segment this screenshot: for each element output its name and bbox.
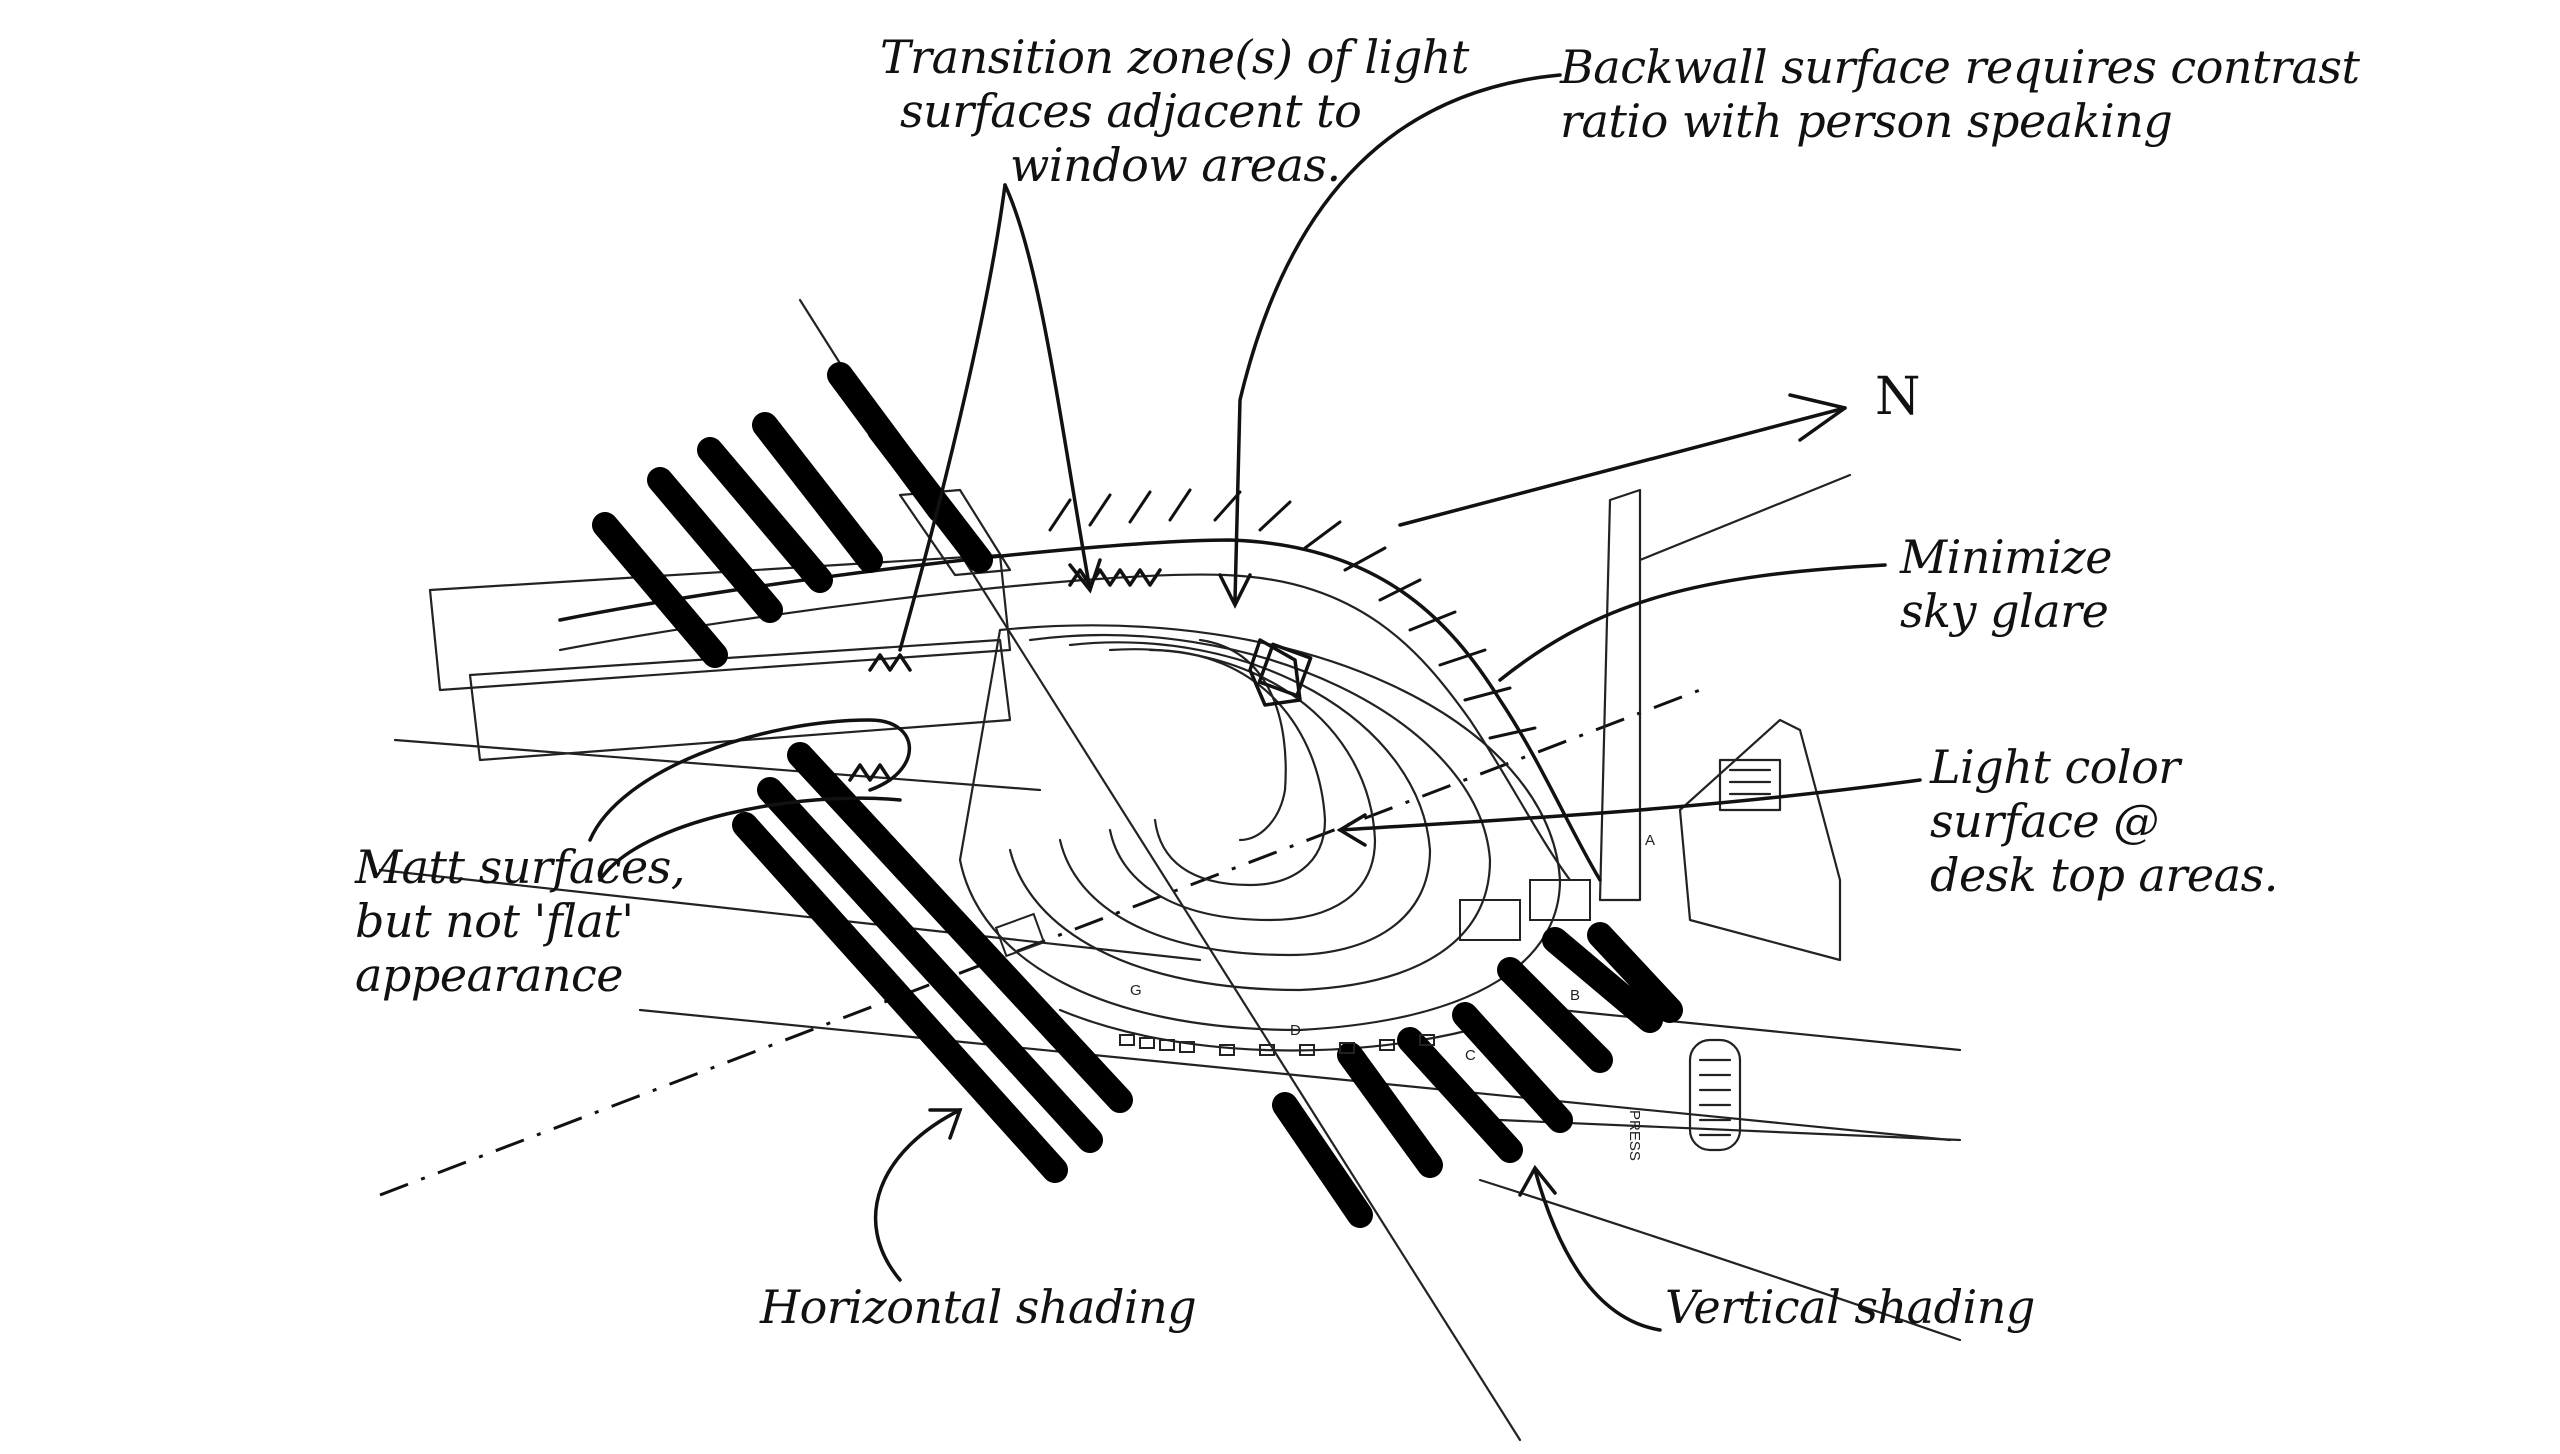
speaker-mark	[1257, 642, 1313, 698]
annotation-vertical-shading: Vertical shading	[1665, 1280, 2035, 1334]
plan-label-c: C	[1465, 1047, 1476, 1064]
vertical-shading-strokes	[1272, 922, 1683, 1228]
north-arrow	[1398, 393, 1847, 527]
annotation-transition-zone: Transition zone(s) of light surfaces adj…	[880, 30, 1469, 192]
shading-strokes-top-left	[592, 362, 993, 668]
wall-ticks	[1048, 488, 1537, 740]
transition-zigzags	[848, 568, 1162, 782]
right-wing	[1478, 473, 1962, 1342]
plan-label-d: D	[1290, 1022, 1301, 1039]
left-wing	[378, 488, 1952, 1142]
annotation-sky-glare: Minimize sky glare	[1900, 530, 2112, 638]
annotation-horizontal-shading: Horizontal shading	[760, 1280, 1197, 1334]
front-row-desks	[994, 879, 1591, 1056]
leader-arrows	[588, 73, 1922, 1332]
annotation-backwall: Backwall surface requires contrast ratio…	[1560, 40, 2360, 148]
plan-label-press: PRESS	[1626, 1110, 1643, 1161]
plan-label-g: G	[1130, 982, 1142, 999]
annotation-light-color: Light color surface @ desk top areas.	[1930, 740, 2278, 902]
horizontal-shading-strokes	[732, 742, 1133, 1183]
annotation-north: N	[1875, 367, 1921, 427]
seating-arcs	[958, 624, 1562, 1032]
annotation-matt-surfaces: Matt surfaces, but not 'flat' appearance	[355, 840, 686, 1002]
plan-label-a: A	[1645, 832, 1655, 849]
plan-label-b: B	[1570, 987, 1580, 1004]
